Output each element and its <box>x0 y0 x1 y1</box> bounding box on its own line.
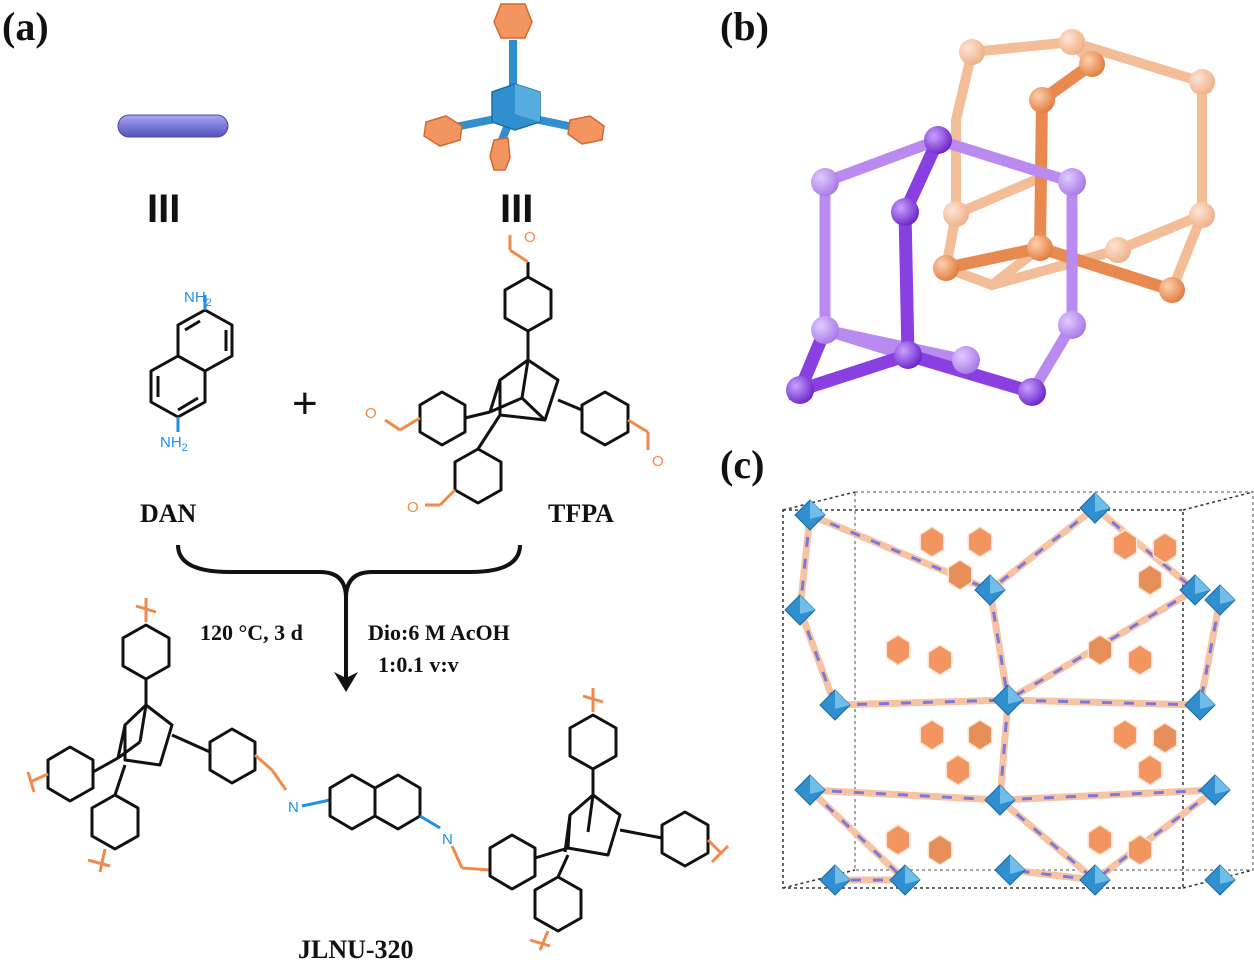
linker-rod-icon <box>117 114 229 138</box>
equiv-mark-right: III <box>500 187 533 231</box>
aldehyde-o-right: O <box>652 453 664 470</box>
framework-node-face-5 <box>1220 585 1235 604</box>
framework-phenyl-12 <box>945 754 971 786</box>
framework-phenyl-0 <box>919 526 945 558</box>
framework-phenyl-10 <box>919 719 945 751</box>
panel-label-b: (b) <box>720 4 769 49</box>
framework-phenyl-19 <box>1127 834 1153 866</box>
framework-node-face-2 <box>990 575 1005 594</box>
imine-n-right: N <box>442 831 453 848</box>
framework-rod-7 <box>1198 599 1222 706</box>
reaction-brace <box>176 544 522 599</box>
framework-node-face-1 <box>1095 493 1110 512</box>
framework-node-face-14 <box>1010 855 1025 874</box>
framework-phenyl-18 <box>1087 824 1113 856</box>
product-label: JLNU-320 <box>298 935 414 963</box>
panel-label-a: (a) <box>2 4 49 49</box>
amine-label-bottom: NH2 <box>160 434 188 454</box>
framework-link-17 <box>1092 505 1198 593</box>
framework-rod-3 <box>1007 588 1196 702</box>
framework-rod-9 <box>809 788 1001 802</box>
framework-rod-10 <box>999 788 1216 802</box>
framework-node-face-9 <box>810 775 825 794</box>
framework-node-face-0 <box>810 500 825 519</box>
framework-node-face-12 <box>905 865 920 884</box>
framework-phenyl-17 <box>927 834 953 866</box>
condition-solvent: Dio:6 M AcOH <box>368 620 510 645</box>
aldehyde-o-top: O <box>524 229 536 246</box>
reaction-arrow-head <box>334 672 358 692</box>
framework-rod-5 <box>834 698 1009 707</box>
framework-phenyl-11 <box>967 719 993 751</box>
framework-phenyl-3 <box>1112 529 1138 561</box>
framework-phenyl-15 <box>1137 754 1163 786</box>
framework-phenyl-4 <box>1152 532 1178 564</box>
framework-rod-1 <box>989 506 1096 592</box>
framework-rod-15 <box>1009 868 1096 882</box>
framework-node-face-16 <box>1220 865 1235 884</box>
product-structure: N N <box>26 598 730 951</box>
dia-net-purple <box>786 126 1086 406</box>
framework-phenyl-8 <box>1087 634 1113 666</box>
tfpa-structure: O O O O <box>365 229 664 516</box>
dia-net-orange <box>933 29 1215 303</box>
framework-node-face-15 <box>835 865 850 884</box>
tfpa-label: TFPA <box>548 499 614 528</box>
framework-node-face-11 <box>1215 775 1230 794</box>
framework-node-face-8 <box>1200 690 1215 709</box>
framework-nodes <box>784 492 1236 896</box>
tetrahedral-node-icon <box>423 3 605 171</box>
aldehyde-o-bottom: O <box>407 499 419 516</box>
framework-node-face-10 <box>1000 785 1015 804</box>
framework-phenyl-5 <box>1137 564 1163 596</box>
framework-node-face-7 <box>835 690 850 709</box>
framework-node-face-4 <box>800 595 815 614</box>
dan-structure: NH2 NH2 <box>149 289 234 454</box>
framework-link-11 <box>807 787 908 883</box>
equiv-mark-left: III <box>147 187 180 231</box>
framework-node-face-3 <box>1195 575 1210 594</box>
framework-rod-8 <box>1007 698 1201 707</box>
framework-phenyl-13 <box>1112 719 1138 751</box>
framework-phenyl-1 <box>967 526 993 558</box>
framework-phenyl-7 <box>927 644 953 676</box>
dan-label: DAN <box>140 499 197 528</box>
framework-phenyl-9 <box>1127 644 1153 676</box>
framework-phenyl-6 <box>885 634 911 666</box>
framework-rod-4 <box>798 609 837 706</box>
condition-temperature: 120 °C, 3 d <box>200 620 303 645</box>
framework-node-face-13 <box>1095 865 1110 884</box>
framework-rod-6 <box>998 699 1010 801</box>
framework-rod-2 <box>988 589 1010 701</box>
panel-label-c: (c) <box>720 442 764 487</box>
aldehyde-o-left: O <box>365 405 377 422</box>
framework-phenyl-2 <box>947 559 973 591</box>
condition-ratio: 1:0.1 v:v <box>378 652 459 677</box>
framework-rod-13 <box>1094 788 1216 882</box>
framework-phenyl-14 <box>1152 722 1178 754</box>
framework-phenyl-16 <box>885 824 911 856</box>
plus-sign: + <box>292 379 318 428</box>
imine-n-left: N <box>288 799 299 816</box>
framework-node-face-6 <box>1008 685 1023 704</box>
framework-rod-16 <box>798 514 812 611</box>
framework-link-12 <box>997 797 1098 883</box>
amine-label-top: NH2 <box>184 289 212 309</box>
